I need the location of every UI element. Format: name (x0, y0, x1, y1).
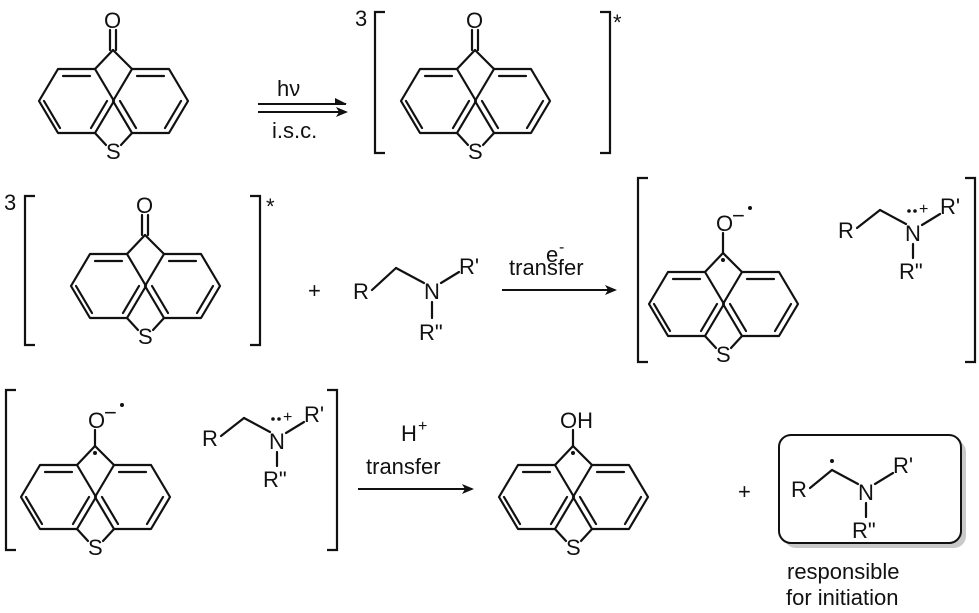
caption-line-2: for initiation (786, 585, 899, 610)
radical-ion-pair: O − S R N + R' R" (636, 176, 977, 367)
positive-charge: + (919, 201, 928, 218)
r-prime-label: R' (304, 402, 324, 427)
positive-charge: + (283, 409, 292, 426)
r-prime-label: R' (893, 453, 913, 478)
arrow-label-h-superscript: + (418, 418, 427, 435)
plus-sign: + (308, 278, 321, 303)
excited-state-mark: * (613, 10, 622, 35)
r-label: R (353, 279, 369, 304)
plus-sign: + (738, 479, 751, 504)
r-prime-label: R' (459, 254, 479, 279)
negative-charge: − (104, 400, 117, 425)
triplet-multiplicity: 3 (4, 190, 16, 215)
radical-ion-pair-reactant: O − S R N + R' R" (4, 388, 339, 560)
oxygen-label: O (466, 8, 483, 33)
proton-transfer-arrow: H + transfer (358, 418, 474, 494)
r-label: R (202, 426, 218, 451)
excitation-arrow: hν i.s.c. (258, 76, 348, 143)
sulfur-label: S (88, 535, 103, 560)
excited-state-mark: * (266, 194, 275, 219)
r-label: R (838, 218, 854, 243)
arrow-label-transfer: transfer (509, 255, 584, 280)
nitrogen-label: N (424, 279, 440, 304)
r-double-prime-label: R" (419, 320, 443, 345)
r-prime-label: R' (940, 194, 960, 219)
negative-charge: − (732, 203, 745, 228)
sulfur-label: S (566, 535, 581, 560)
hydroxyl-label: OH (560, 408, 593, 433)
arrow-label-hv: hν (277, 76, 300, 101)
triplet-thioxanthone-reactant: 3 * O S (4, 190, 275, 349)
aminoalkyl-radical-box: R N R' R" (778, 434, 966, 548)
electron-transfer-arrow: e - transfer (502, 239, 617, 295)
sulfur-label: S (138, 324, 153, 349)
thioxanthone-molecule: O S (37, 8, 190, 164)
arrow-label-transfer: transfer (366, 454, 441, 479)
r-double-prime-label: R" (899, 259, 923, 284)
r-label: R (791, 477, 807, 502)
sulfur-label: S (106, 139, 121, 164)
sulfur-label: S (468, 139, 483, 164)
amine-molecule: R N R' R" (353, 254, 479, 345)
caption-line-1: responsible (787, 559, 900, 584)
nitrogen-label: N (858, 480, 874, 505)
r-double-prime-label: R" (852, 518, 876, 543)
oxygen-label: O (136, 193, 153, 218)
nitrogen-label: N (905, 221, 921, 246)
arrow-label-h: H (401, 421, 417, 446)
oxygen-label: O (716, 211, 733, 236)
ketyl-radical: OH S (497, 408, 650, 560)
triplet-thioxanthone: 3 * O S (355, 6, 622, 164)
oxygen-label: O (88, 408, 105, 433)
nitrogen-label: N (269, 429, 285, 454)
oxygen-label: O (104, 8, 121, 33)
arrow-label-isc: i.s.c. (272, 118, 317, 143)
r-double-prime-label: R" (263, 467, 287, 492)
sulfur-label: S (716, 342, 731, 367)
arrow-label-e: e (546, 242, 558, 267)
arrow-label-e-superscript: - (559, 239, 564, 256)
triplet-multiplicity: 3 (355, 6, 367, 31)
